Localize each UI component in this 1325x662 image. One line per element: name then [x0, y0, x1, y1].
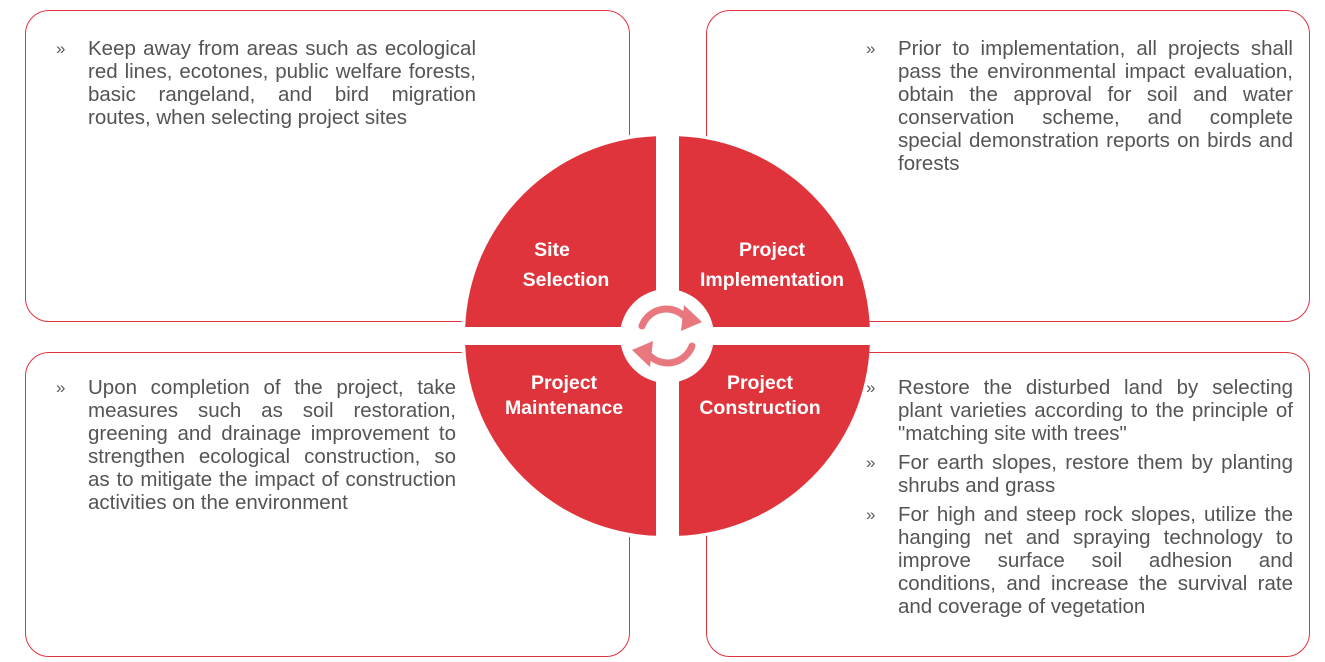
- project-construction-list: » Restore the disturbed land by selecting…: [866, 376, 1293, 618]
- site-selection-quadrant: [465, 136, 656, 327]
- project-maintenance-list: » Upon completion of the project, take me…: [56, 376, 456, 514]
- list-item-text: Upon completion of the project, take mea…: [88, 376, 456, 514]
- project-construction-label-line2: Construction: [699, 397, 820, 419]
- list-item: » Upon completion of the project, take me…: [56, 376, 456, 514]
- bullet-mark: »: [866, 505, 876, 524]
- project-construction-label-line1: Project: [727, 372, 794, 394]
- project-implementation-label-line1: Project: [739, 239, 806, 261]
- list-item-text: For earth slopes, restore them by planti…: [898, 451, 1293, 497]
- site-selection-label-line2: Selection: [523, 269, 610, 291]
- list-item: » Restore the disturbed land by selecting…: [866, 376, 1293, 445]
- list-item-text: Keep away from areas such as ecological …: [88, 37, 476, 129]
- list-item: » For earth slopes, restore them by plant…: [866, 451, 1293, 497]
- list-item: » Keep away from areas such as ecological…: [56, 37, 476, 129]
- cycle-arrows-icon: [620, 289, 714, 383]
- project-maintenance-label-line2: Maintenance: [505, 397, 623, 419]
- project-implementation-quadrant: [679, 136, 870, 327]
- list-item-text: Restore the disturbed land by selecting …: [898, 376, 1293, 445]
- bullet-mark: »: [56, 39, 66, 58]
- project-implementation-list: » Prior to implementation, all projects s…: [866, 37, 1293, 175]
- list-item-text: For high and steep rock slopes, utilize …: [898, 503, 1293, 618]
- site-selection-list: » Keep away from areas such as ecological…: [56, 37, 476, 129]
- project-maintenance-label-line1: Project: [531, 372, 598, 394]
- bullet-mark: »: [866, 39, 876, 58]
- project-maintenance-quadrant: [465, 345, 656, 536]
- project-implementation-label-line2: Implementation: [700, 269, 844, 291]
- list-item: » Prior to implementation, all projects s…: [866, 37, 1293, 175]
- list-item-text: Prior to implementation, all projects sh…: [898, 37, 1293, 175]
- bullet-mark: »: [866, 453, 876, 472]
- bullet-mark: »: [56, 378, 66, 397]
- site-selection-label-line1: Site: [534, 239, 570, 261]
- list-item: » For high and steep rock slopes, utilize…: [866, 503, 1293, 618]
- bullet-mark: »: [866, 378, 876, 397]
- project-construction-quadrant: [679, 345, 870, 536]
